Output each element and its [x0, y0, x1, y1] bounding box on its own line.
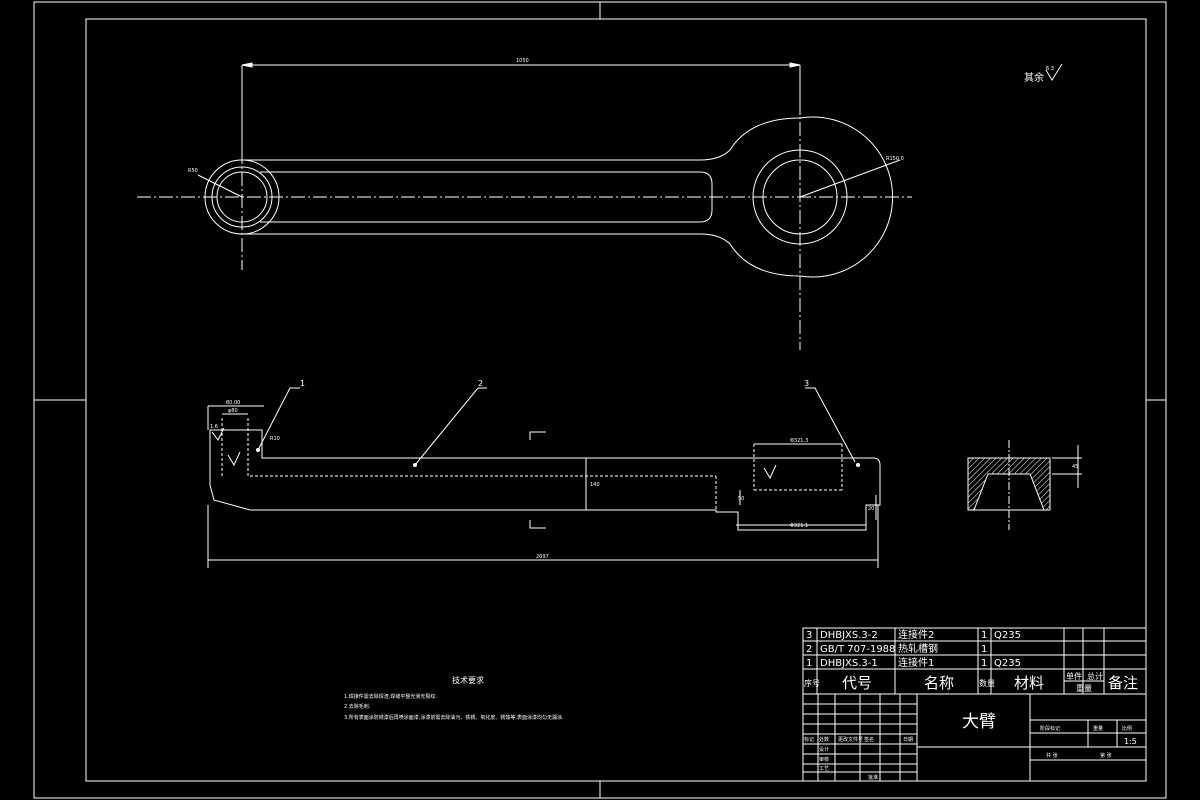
- svg-text:日期: 日期: [903, 737, 913, 743]
- svg-text:连接件2: 连接件2: [898, 628, 934, 641]
- side-left-top-1: 80.00: [226, 400, 240, 406]
- svg-text:3: 3: [806, 630, 812, 641]
- svg-text:重量: 重量: [1093, 725, 1103, 732]
- svg-text:设计: 设计: [819, 746, 829, 753]
- svg-text:DHBJXS.3-1: DHBJXS.3-1: [820, 658, 878, 669]
- drawing-scale: 1:5: [1124, 737, 1137, 746]
- side-right-bottom: Φ321.1: [790, 523, 808, 529]
- top-right-radius: R150.0: [886, 156, 904, 162]
- svg-text:其余: 其余: [1024, 71, 1044, 84]
- svg-text:名称: 名称: [924, 674, 954, 692]
- drawing-title: 大臂: [962, 712, 996, 732]
- svg-text:DHBJXS.3-2: DHBJXS.3-2: [820, 630, 878, 641]
- svg-text:标记: 标记: [804, 736, 814, 743]
- svg-text:第 张: 第 张: [1100, 752, 1112, 759]
- svg-text:共 张: 共 张: [1046, 752, 1058, 759]
- surface-finish-note: 其余 6.3: [1024, 63, 1063, 84]
- balloon-2: 2: [478, 379, 483, 388]
- svg-text:1: 1: [806, 658, 812, 669]
- svg-text:代号: 代号: [842, 674, 872, 692]
- svg-text:处数: 处数: [819, 736, 829, 743]
- approval-grid: 标记 处数 更改文件号 签名 日期 设计 审核 工艺 批准 阶段标记 重量 比例…: [804, 725, 1132, 781]
- svg-text:3.所有表面涂防锈漆后再喷涂面漆,涂漆前需去除油污、铁锈、氧: 3.所有表面涂防锈漆后再喷涂面漆,涂漆前需去除油污、铁锈、氧化皮、锈蚀等,表面涂…: [344, 714, 564, 721]
- side-left-r: R10: [270, 436, 280, 442]
- svg-text:批准: 批准: [868, 774, 878, 781]
- svg-text:比例: 比例: [1122, 725, 1132, 732]
- section-view: [967, 440, 1082, 530]
- section-dim: 45: [1072, 464, 1078, 470]
- svg-text:Q235: Q235: [994, 658, 1021, 669]
- side-overall-length: 2097: [536, 554, 549, 560]
- parts-list-header: 序号 代号 名称 数量 材料 单件 总计 重量 备注: [804, 671, 1138, 693]
- top-left-radius: R50: [188, 168, 198, 174]
- svg-text:备注: 备注: [1108, 674, 1138, 692]
- svg-text:序号: 序号: [804, 678, 820, 688]
- svg-text:单件: 单件: [1066, 671, 1082, 681]
- svg-text:工艺: 工艺: [819, 766, 829, 772]
- svg-text:更改文件号: 更改文件号: [838, 736, 863, 743]
- title-block: [802, 627, 1147, 782]
- svg-text:热轧槽钢: 热轧槽钢: [898, 642, 938, 655]
- balloon-3: 3: [804, 379, 809, 388]
- sheet-border: [33, 1, 1167, 799]
- side-right-small: 50: [738, 496, 744, 502]
- side-right-top: Φ321.3: [790, 438, 808, 444]
- svg-text:1: 1: [981, 644, 987, 655]
- top-view: [137, 62, 912, 350]
- svg-text:GB/T 707-1988: GB/T 707-1988: [820, 644, 895, 655]
- svg-text:6.3: 6.3: [1046, 66, 1054, 72]
- side-right-side: 20: [868, 506, 874, 512]
- svg-text:技术要求: 技术要求: [452, 675, 484, 685]
- svg-text:签名: 签名: [864, 736, 874, 743]
- side-height-mid: 140: [590, 482, 600, 488]
- svg-text:1: 1: [981, 630, 987, 641]
- svg-text:数量: 数量: [979, 678, 995, 688]
- svg-text:材料: 材料: [1014, 674, 1044, 692]
- svg-text:连接件1: 连接件1: [898, 656, 934, 669]
- svg-text:总计: 总计: [1087, 671, 1103, 681]
- side-left-side: 1.6: [210, 424, 218, 430]
- balloon-1: 1: [300, 379, 305, 388]
- svg-text:阶段标记: 阶段标记: [1040, 725, 1060, 732]
- side-left-top-2: φ80: [228, 408, 238, 414]
- svg-text:1.焊接件需去除焊渣,焊缝平整光滑无裂纹.: 1.焊接件需去除焊渣,焊缝平整光滑无裂纹.: [344, 693, 437, 700]
- svg-text:2: 2: [806, 644, 812, 655]
- parts-list: 3 DHBJXS.3-2 连接件2 1 Q235 2 GB/T 707-1988…: [806, 628, 1021, 669]
- technical-requirements: 技术要求 1.焊接件需去除焊渣,焊缝平整光滑无裂纹. 2.去除毛刺. 3.所有表…: [344, 675, 564, 721]
- svg-text:1: 1: [981, 658, 987, 669]
- top-span-dim: 1050: [516, 58, 529, 64]
- svg-text:审核: 审核: [819, 756, 829, 763]
- svg-text:Q235: Q235: [994, 630, 1021, 641]
- svg-text:2.去除毛刺.: 2.去除毛刺.: [344, 703, 371, 710]
- svg-text:重量: 重量: [1076, 683, 1092, 693]
- side-view: [207, 387, 881, 568]
